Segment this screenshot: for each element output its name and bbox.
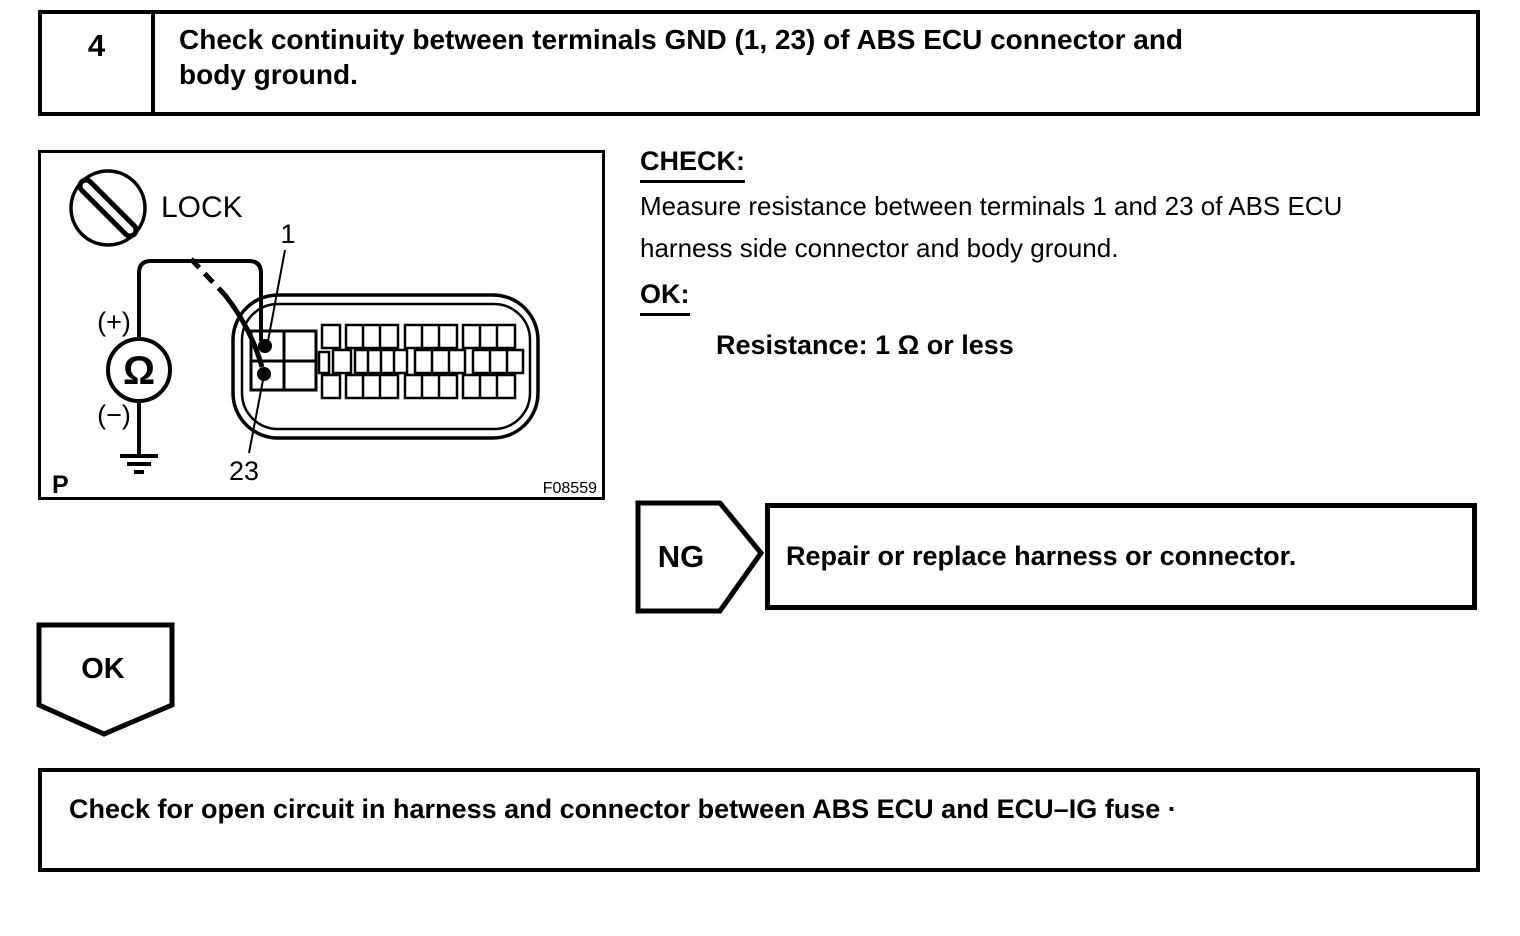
step-header-box: 4 Check continuity between terminals GND… (38, 10, 1480, 116)
ng-arrow: NG (630, 495, 770, 625)
plus-label: (+) (97, 307, 131, 337)
ground-icon (120, 401, 158, 474)
ng-action-box: Repair or replace harness or connector. (765, 503, 1477, 610)
check-body-line1: Measure resistance between terminals 1 a… (640, 191, 1343, 221)
step-title: Check continuity between terminals GND (… (155, 14, 1476, 112)
terminal-1-dot (258, 339, 272, 353)
terminal-grid (317, 323, 525, 400)
test-lead-wire (137, 259, 263, 341)
ok-arrow: OK (28, 618, 183, 748)
terminal-1-label: 1 (280, 219, 295, 249)
next-step-text: Check for open circuit in harness and co… (69, 794, 1177, 824)
lock-label: LOCK (161, 191, 243, 224)
ng-label: NG (658, 539, 705, 574)
gnd-terminal-block (249, 329, 318, 392)
step-title-line1: Check continuity between terminals GND (… (179, 24, 1184, 55)
check-heading: CHECK: (640, 146, 745, 183)
minus-label: (−) (97, 400, 131, 430)
probe-lead-dashed (189, 257, 265, 368)
ng-action-text: Repair or replace harness or connector. (786, 541, 1297, 571)
check-section: CHECK: Measure resistance between termin… (640, 146, 1505, 361)
step-number: 4 (42, 14, 155, 112)
ok-label: OK (81, 653, 125, 685)
ohm-symbol: Ω (123, 349, 155, 393)
step-title-line2: body ground. (179, 59, 358, 90)
connector-drawing (231, 293, 540, 440)
terminal-23-dot (257, 367, 271, 381)
check-body-line2: harness side connector and body ground. (640, 233, 1119, 263)
corner-marker: P (52, 471, 69, 497)
ohmmeter-icon: Ω (106, 337, 172, 403)
ok-heading: OK: (640, 279, 690, 316)
figure-panel: LOCK Ω (+) (−) (38, 150, 605, 500)
figure-svg: LOCK Ω (+) (−) (52, 169, 597, 497)
terminal-23-label: 23 (229, 456, 259, 486)
terminal-1-leader (267, 249, 286, 342)
terminal-23-leader (248, 379, 264, 454)
lock-icon (69, 169, 147, 247)
next-step-box: Check for open circuit in harness and co… (38, 768, 1480, 872)
figure-code: F08559 (543, 480, 597, 497)
ok-spec: Resistance: 1 Ω or less (716, 330, 1014, 360)
